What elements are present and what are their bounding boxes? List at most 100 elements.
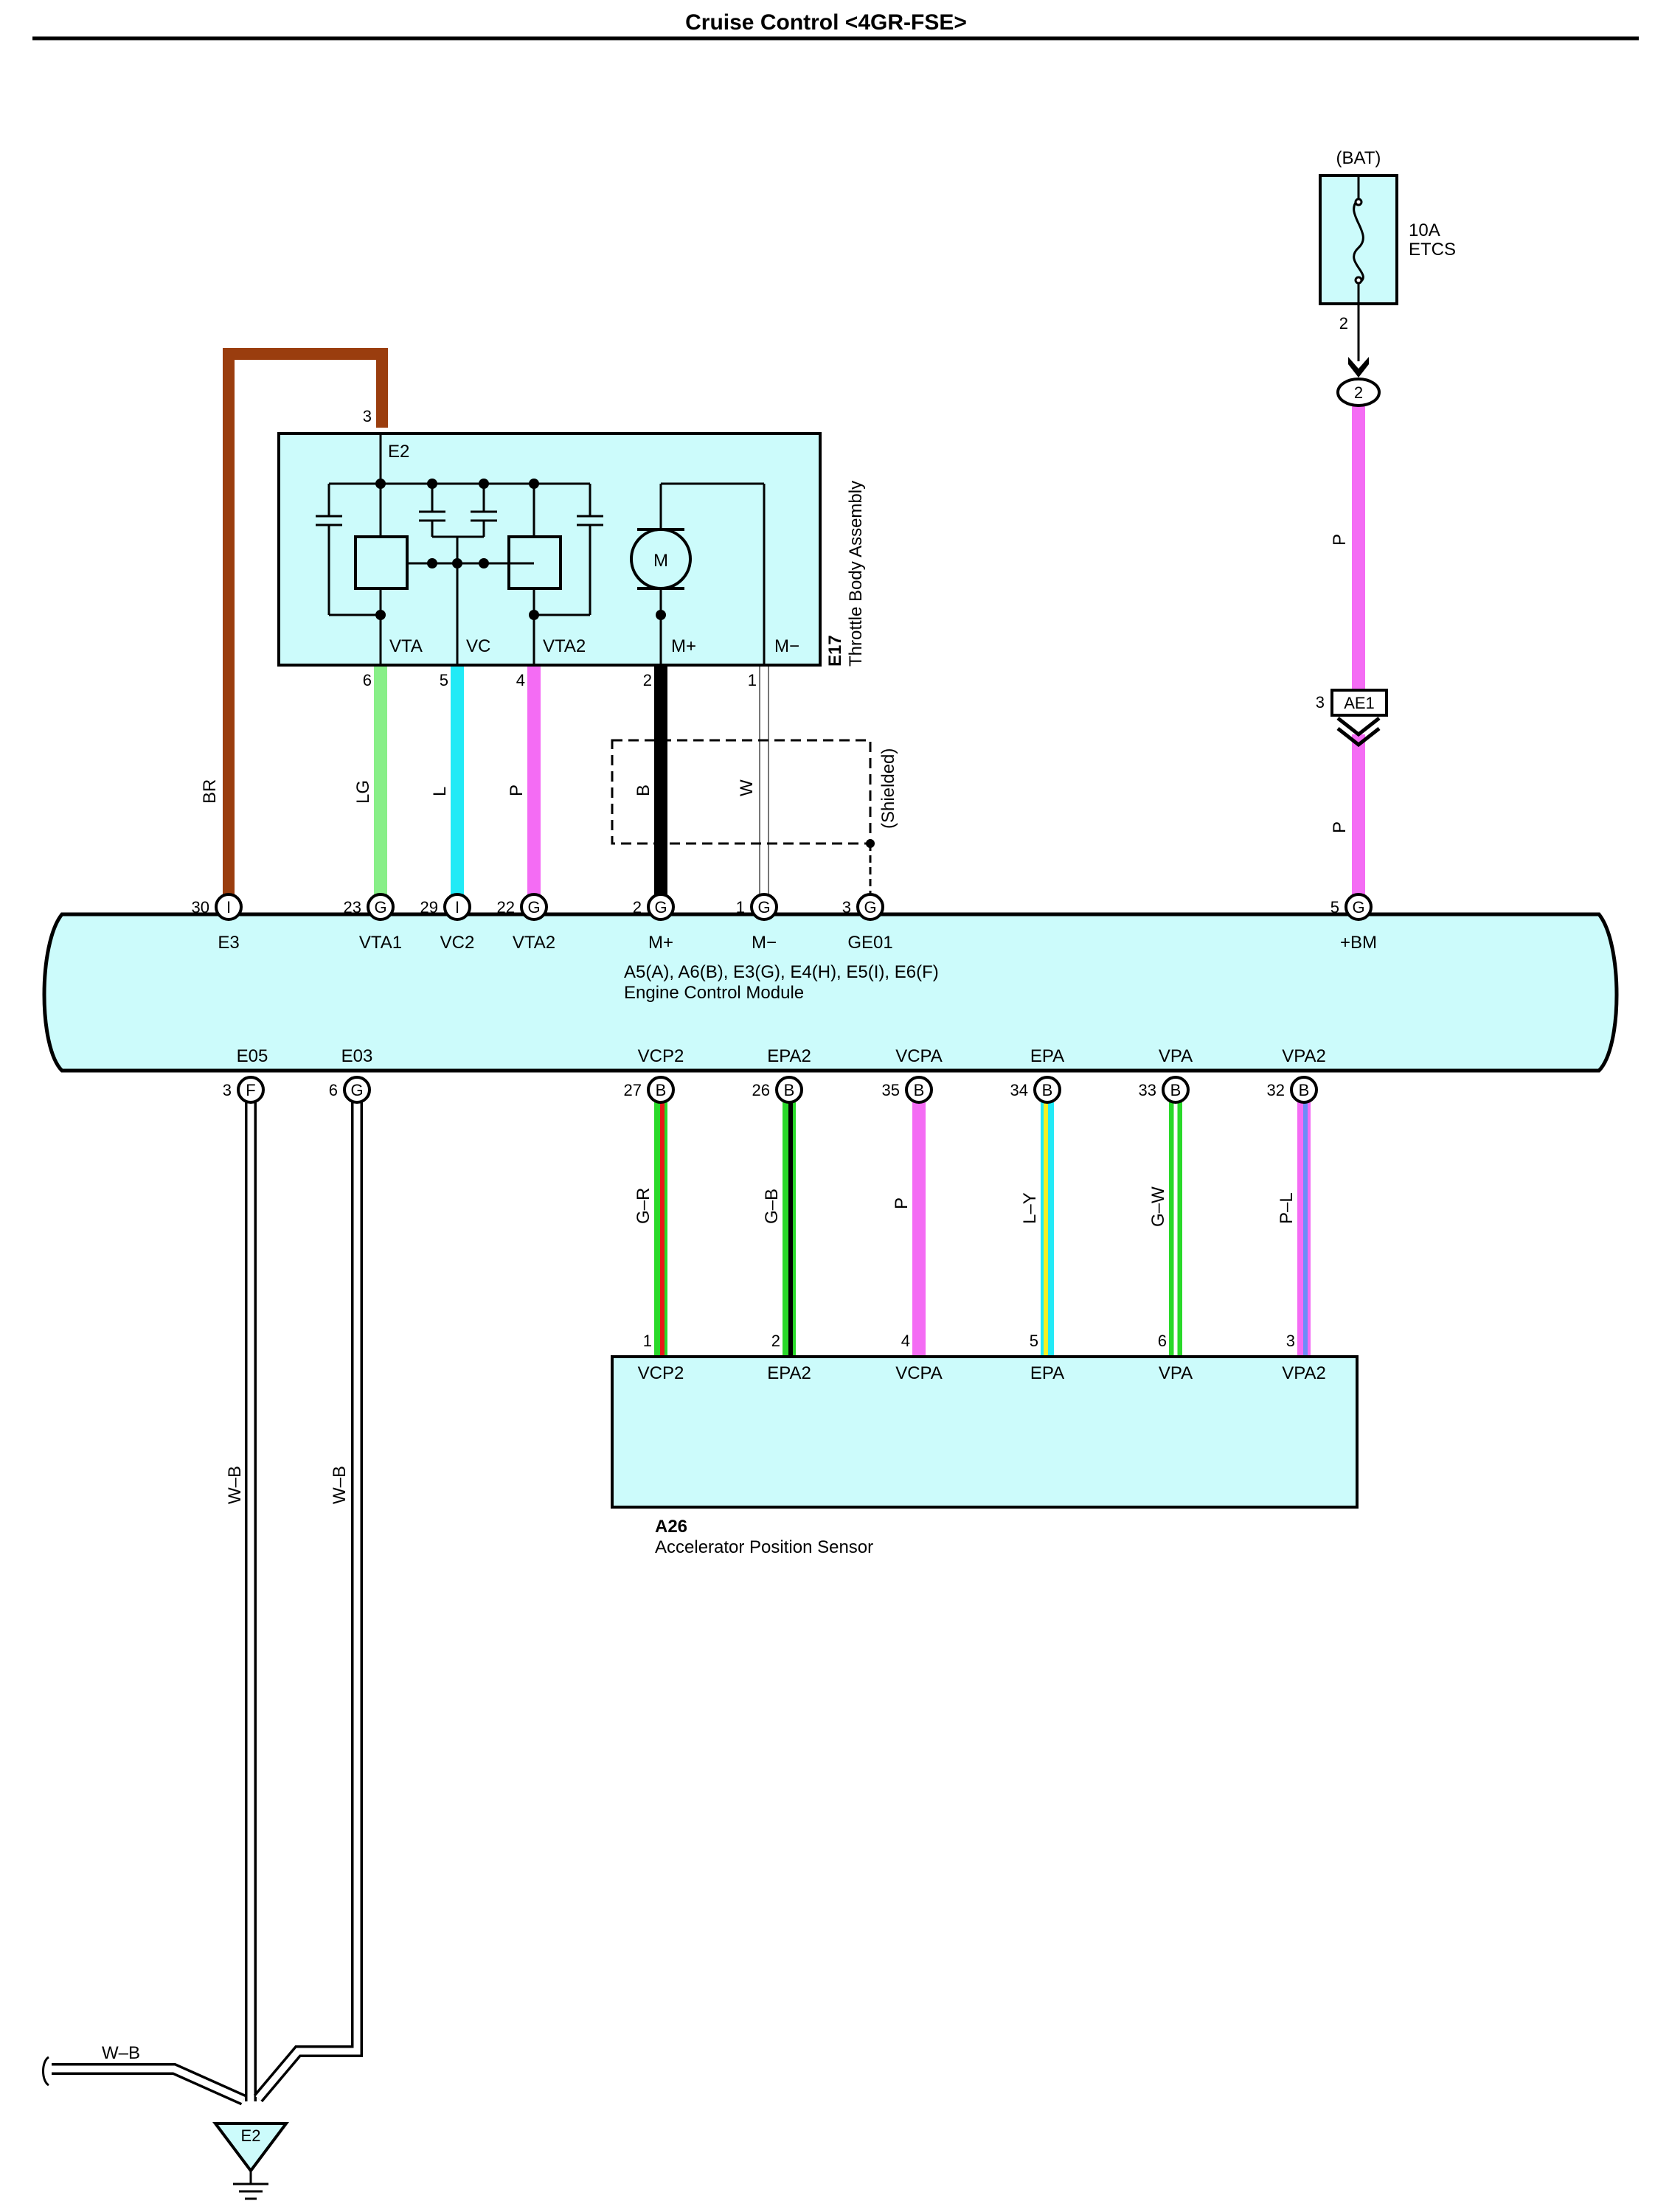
throttle-pin-label-vta: VTA: [389, 636, 423, 656]
svg-text:26: 26: [752, 1081, 770, 1099]
svg-text:29: 29: [420, 898, 438, 917]
throttle-pin-label-e2: E2: [388, 442, 409, 462]
ecm-pin-vta2: G 22 VTA2: [497, 893, 555, 953]
ecm-pin-ge01: G 3 GE01: [842, 893, 893, 953]
throttle-pin-label-vc: VC: [466, 636, 490, 656]
ecm-top-pins: I 30 E3 G 23 VTA1 I 29 VC2 G 22 VTA2 G 2…: [192, 893, 1377, 953]
shielded-label: (Shielded): [878, 748, 898, 829]
svg-text:34: 34: [1010, 1081, 1028, 1099]
svg-text:5: 5: [1030, 1332, 1038, 1350]
wire-label-l: L: [430, 787, 450, 796]
svg-text:5: 5: [1330, 898, 1339, 917]
motor-symbol: M: [653, 551, 668, 571]
svg-text:VCP2: VCP2: [638, 1363, 684, 1383]
svg-text:VTA2: VTA2: [513, 933, 555, 953]
ecm-pin-vcpa: VCPA B 35: [882, 1046, 943, 1104]
wire-label-g-w: G–W: [1148, 1186, 1168, 1227]
fuse-pin: 2: [1339, 314, 1348, 333]
throttle-pin-num-e2: 3: [363, 407, 372, 425]
ecm-pin-mplus: G 2 M+: [633, 893, 675, 953]
svg-text:+BM: +BM: [1340, 933, 1377, 953]
fuse-icon: [1353, 175, 1364, 304]
ecm-pin-epa: EPA B 34: [1010, 1046, 1064, 1104]
svg-text:EPA2: EPA2: [767, 1046, 811, 1066]
wire-label-w-b-e05: W–B: [225, 1466, 245, 1504]
svg-text:E05: E05: [237, 1046, 268, 1066]
svg-text:35: 35: [882, 1081, 900, 1099]
sensor-wires: [654, 1099, 1311, 1357]
svg-text:22: 22: [497, 898, 515, 917]
svg-text:G: G: [757, 898, 770, 917]
ground-point-icon: [212, 2122, 289, 2174]
fuse-rating: 10A: [1409, 220, 1440, 240]
junction-pin: 3: [1316, 693, 1325, 712]
sensor-name: Accelerator Position Sensor: [655, 1537, 873, 1557]
throttle-pin-label-vta2: VTA2: [543, 636, 586, 656]
junction-code: AE1: [1344, 694, 1375, 712]
svg-text:B: B: [1299, 1081, 1310, 1099]
svg-text:32: 32: [1267, 1081, 1285, 1099]
sensor-box: [611, 1355, 1359, 1509]
svg-text:30: 30: [192, 898, 209, 917]
throttle-pin-num-vta2: 4: [516, 671, 525, 689]
svg-text:VCPA: VCPA: [895, 1363, 943, 1383]
svg-text:27: 27: [624, 1081, 642, 1099]
ecm-pin-vta1: G 23 VTA1: [344, 893, 402, 953]
fuse-wire-label-upper: P: [1330, 534, 1350, 546]
svg-text:F: F: [246, 1081, 255, 1099]
svg-text:B: B: [1042, 1081, 1053, 1099]
ecm-pin-e3: I 30 E3: [192, 893, 243, 953]
fuse-connector-icon: [1336, 378, 1381, 407]
wire-label-w: W: [737, 779, 757, 796]
wire-br: [223, 348, 388, 905]
fuse-connector: 2: [1354, 383, 1363, 402]
ecm-pin-vc2: I 29 VC2: [420, 893, 475, 953]
junction-box: [1330, 689, 1388, 717]
fuse-source: (BAT): [1336, 148, 1381, 168]
svg-text:VCPA: VCPA: [895, 1046, 943, 1066]
throttle-pin-num-mminus: 1: [748, 671, 757, 689]
svg-text:1: 1: [643, 1332, 652, 1350]
svg-text:EPA: EPA: [1030, 1046, 1064, 1066]
svg-text:GE01: GE01: [847, 933, 892, 953]
svg-text:6: 6: [1158, 1332, 1167, 1350]
svg-text:VCP2: VCP2: [638, 1046, 684, 1066]
ground-code: E2: [241, 2126, 261, 2145]
svg-text:6: 6: [329, 1081, 338, 1099]
svg-text:VPA2: VPA2: [1282, 1363, 1326, 1383]
svg-text:G: G: [374, 898, 386, 917]
junction-chevron-icon: [1336, 717, 1381, 748]
svg-text:E3: E3: [218, 933, 239, 953]
throttle-pin-num-vta: 6: [363, 671, 372, 689]
svg-text:VPA: VPA: [1159, 1363, 1193, 1383]
svg-text:G: G: [527, 898, 540, 917]
wire-label-br: BR: [200, 779, 220, 804]
ground-icon: [233, 2171, 268, 2200]
svg-text:B: B: [1170, 1081, 1182, 1099]
svg-text:1: 1: [736, 898, 745, 917]
svg-text:VTA1: VTA1: [359, 933, 402, 953]
shield-box: [611, 739, 872, 845]
wire-label-b: B: [634, 785, 653, 796]
svg-text:B: B: [656, 1081, 667, 1099]
svg-text:VC2: VC2: [440, 933, 475, 953]
ecm-pin-mminus: G 1 M−: [736, 893, 778, 953]
throttle-pin-num-mplus: 2: [643, 671, 652, 689]
wire-label-p: P: [507, 785, 527, 796]
svg-text:G: G: [864, 898, 876, 917]
ecm-bottom-pins: E05 F 3 E03 G 6 VCP2 B 27 EPA2 B 26 VCPA…: [223, 1046, 1326, 1104]
throttle-body-box: [277, 432, 822, 667]
throttle-name: Throttle Body Assembly: [846, 481, 866, 667]
throttle-pin-num-vc: 5: [440, 671, 448, 689]
wire-label-lg: LG: [353, 780, 373, 804]
wire-label-w-b-left: W–B: [102, 2043, 140, 2063]
svg-text:4: 4: [901, 1332, 910, 1350]
wire-label-w-b-e03: W–B: [330, 1466, 350, 1504]
svg-text:I: I: [226, 898, 231, 917]
ground-wires: [42, 1099, 363, 2106]
ecm-wire-label-bm: P: [1330, 821, 1350, 833]
svg-text:M−: M−: [752, 933, 777, 953]
ecm-pin-e05: E05 F 3: [223, 1046, 268, 1104]
throttle-dots: [375, 479, 666, 620]
